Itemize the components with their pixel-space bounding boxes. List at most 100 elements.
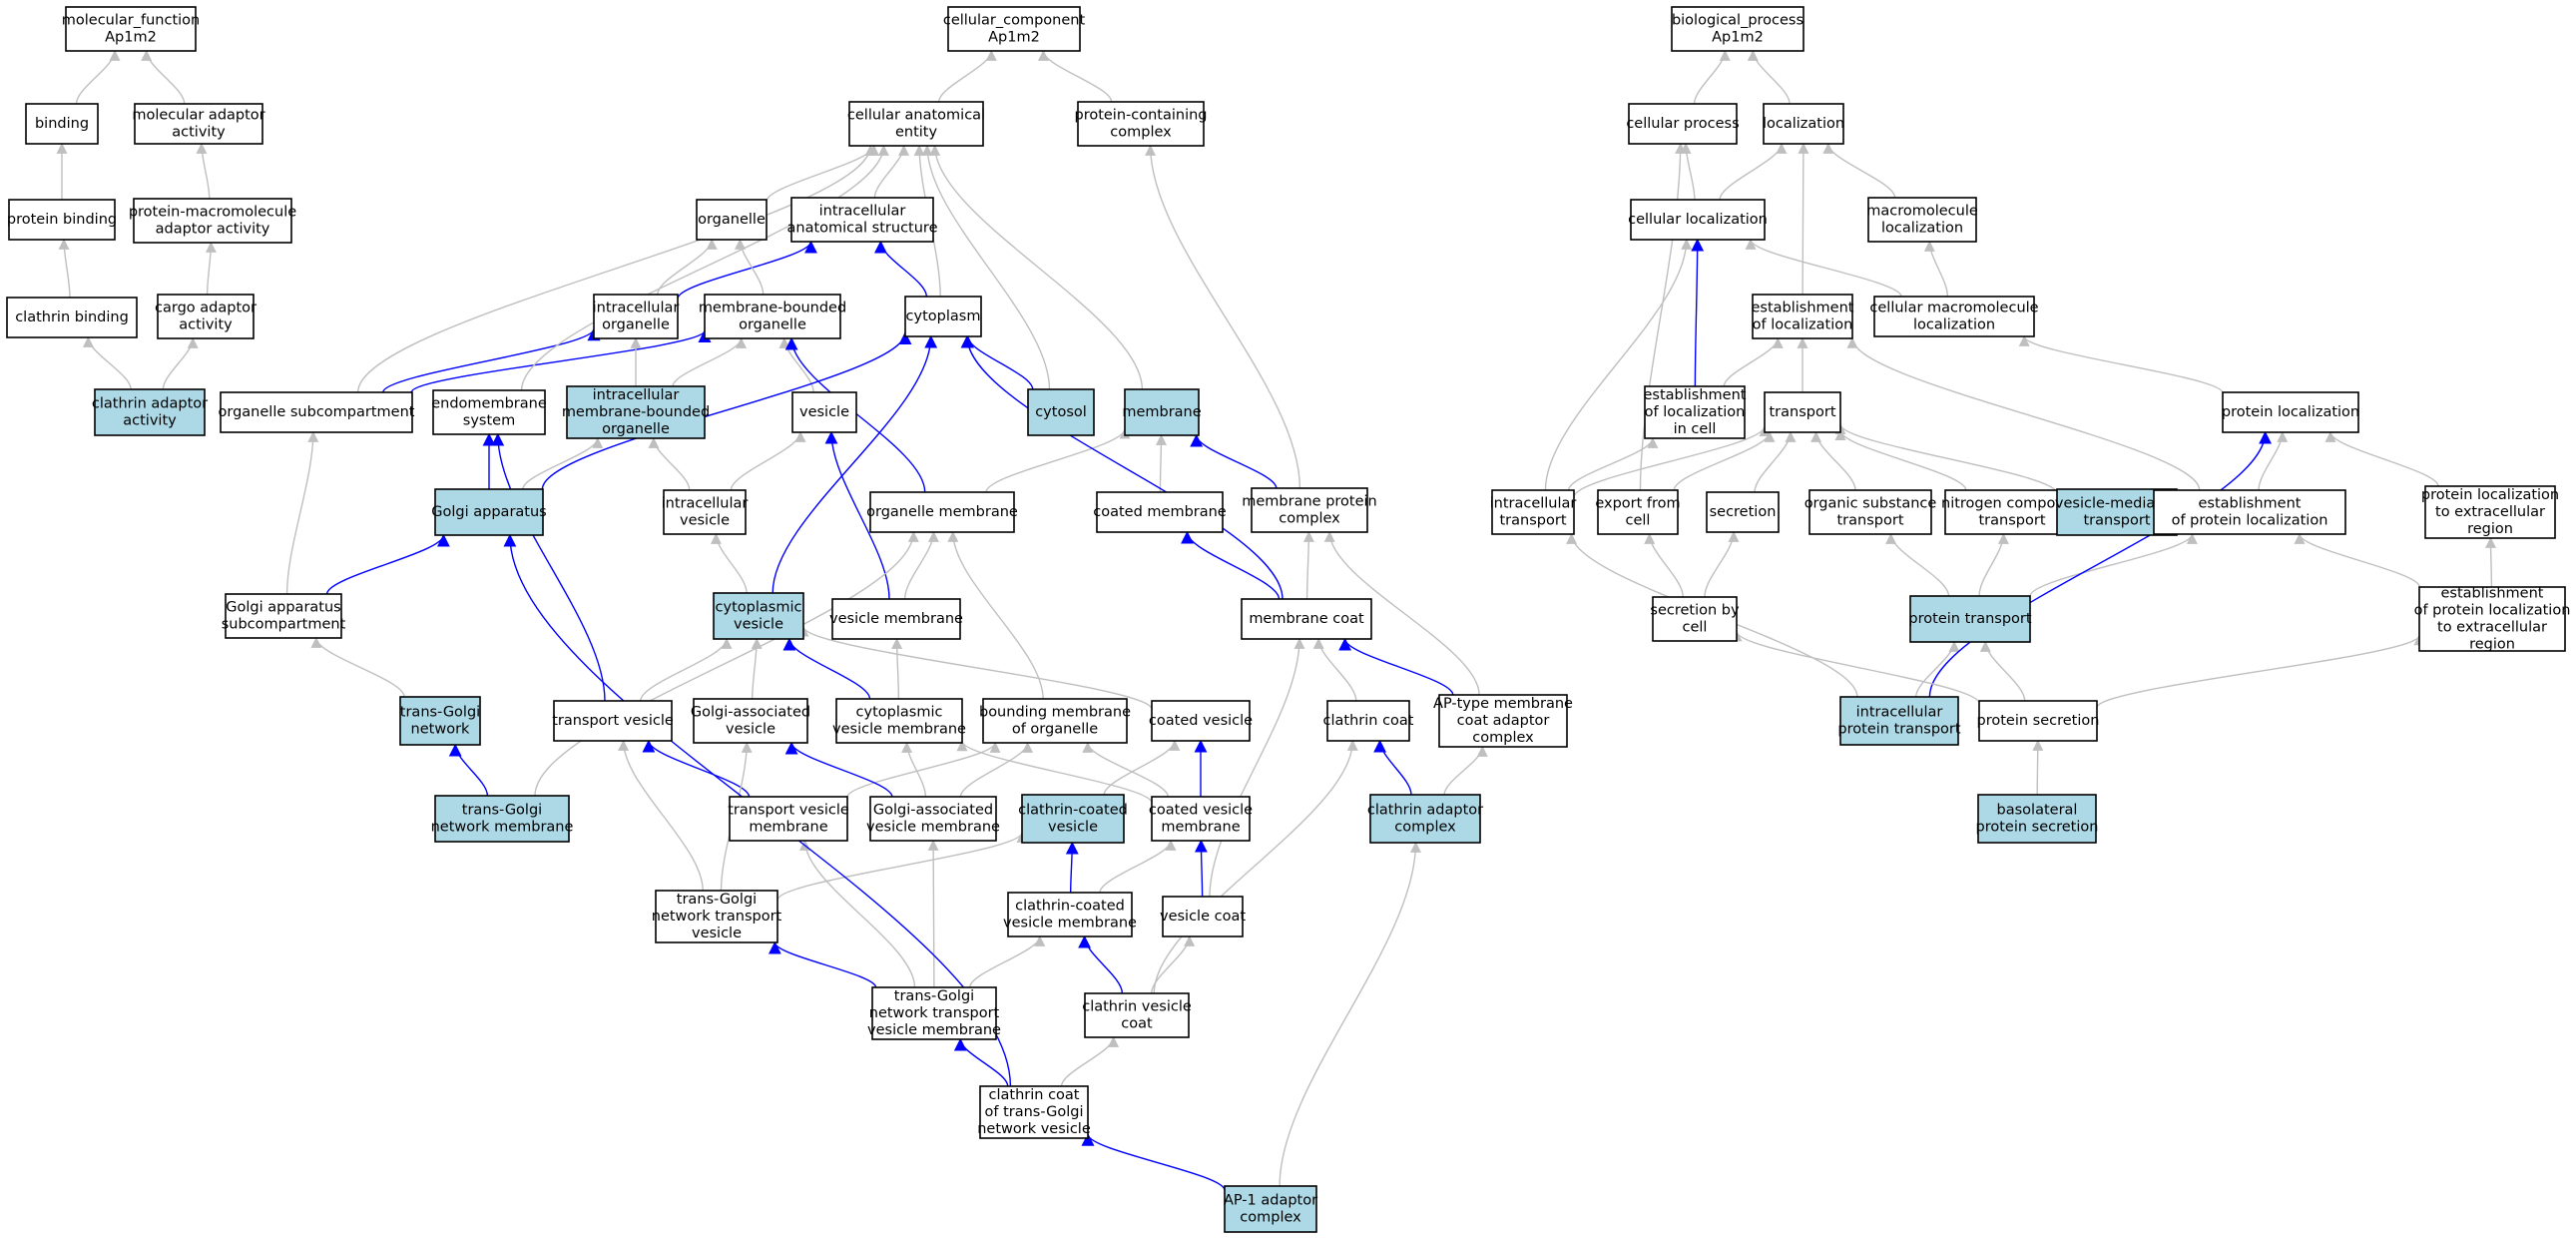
term-node-cell_loc[interactable]: cellular localization	[1628, 199, 1768, 241]
term-node-membrane_coat[interactable]: membrane coat	[1241, 598, 1372, 640]
term-label: network membrane	[431, 820, 574, 836]
term-node-transport_vesicle[interactable]: transport vesicle	[552, 700, 674, 742]
term-box	[1752, 294, 1853, 339]
term-node-binding[interactable]: binding	[25, 103, 99, 145]
term-node-vesicle_coat[interactable]: vesicle coat	[1160, 896, 1246, 937]
term-node-org_membrane[interactable]: organelle membrane	[866, 491, 1018, 533]
edge-line	[929, 144, 1144, 390]
term-node-coated_membrane[interactable]: coated membrane	[1093, 491, 1227, 533]
term-box	[869, 796, 997, 842]
edge-line	[642, 739, 751, 798]
term-node-golgi[interactable]: Golgi apparatus	[431, 488, 547, 536]
edge-ccv-to-coated_vesicle	[1103, 739, 1181, 796]
edge-endomembrane-to-cae	[520, 144, 889, 391]
term-node-clathrin_coat[interactable]: clathrin coat	[1323, 700, 1414, 742]
term-node-localization[interactable]: localization	[1763, 103, 1844, 145]
edge-ipt-to-protein_loc	[1928, 430, 2273, 698]
edge-ap1-to-clathrin_adaptor_cx	[1279, 841, 1421, 1187]
term-node-transport[interactable]: transport	[1764, 391, 1841, 433]
term-label: anatomical structure	[787, 221, 938, 237]
term-node-organelle[interactable]: organelle	[696, 199, 768, 241]
edge-sec_cell-to-export_cell	[1644, 532, 1684, 598]
term-node-protein_secretion[interactable]: protein secretion	[1977, 700, 2100, 742]
term-node-protein_binding[interactable]: protein binding	[7, 199, 117, 241]
term-node-protein_transport[interactable]: protein transport	[1908, 595, 2032, 643]
term-node-cytoplasm[interactable]: cytoplasm	[904, 296, 982, 337]
term-label: establishment	[2199, 496, 2302, 512]
term-node-coated_vesicle[interactable]: coated vesicle	[1149, 700, 1253, 742]
term-node-cell_process[interactable]: cellular process	[1626, 103, 1740, 145]
term-node-org_subcomp[interactable]: organelle subcompartment	[219, 391, 415, 433]
term-box	[871, 986, 997, 1040]
term-node-protein_loc[interactable]: protein localization	[2222, 391, 2359, 433]
edge-ivesicle-to-imbo	[648, 436, 691, 491]
term-label: basolateral	[1997, 803, 2078, 819]
term-node-membrane[interactable]: membrane	[1122, 388, 1202, 436]
term-node-vesicle_membrane[interactable]: vesicle membrane	[829, 598, 963, 640]
edge-line	[947, 530, 1044, 700]
edge-line	[196, 142, 211, 200]
edge-clathrin_adaptor_act-to-clathrin_binding	[82, 335, 132, 390]
edge-membrane_coat-to-cytoplasm	[960, 334, 1284, 600]
term-node-vesicle[interactable]: vesicle	[791, 391, 857, 433]
edge-line	[891, 637, 903, 700]
edge-line	[1979, 640, 2026, 702]
edge-line	[784, 336, 926, 493]
term-node-secretion[interactable]: secretion	[1706, 491, 1780, 533]
edge-line	[901, 741, 927, 798]
term-box	[848, 101, 984, 147]
term-node-cytosol[interactable]: cytosol	[1027, 388, 1095, 436]
term-label: cytosol	[1035, 404, 1087, 420]
term-node-clathrin_binding[interactable]: clathrin binding	[6, 297, 138, 338]
term-box	[1007, 892, 1133, 937]
